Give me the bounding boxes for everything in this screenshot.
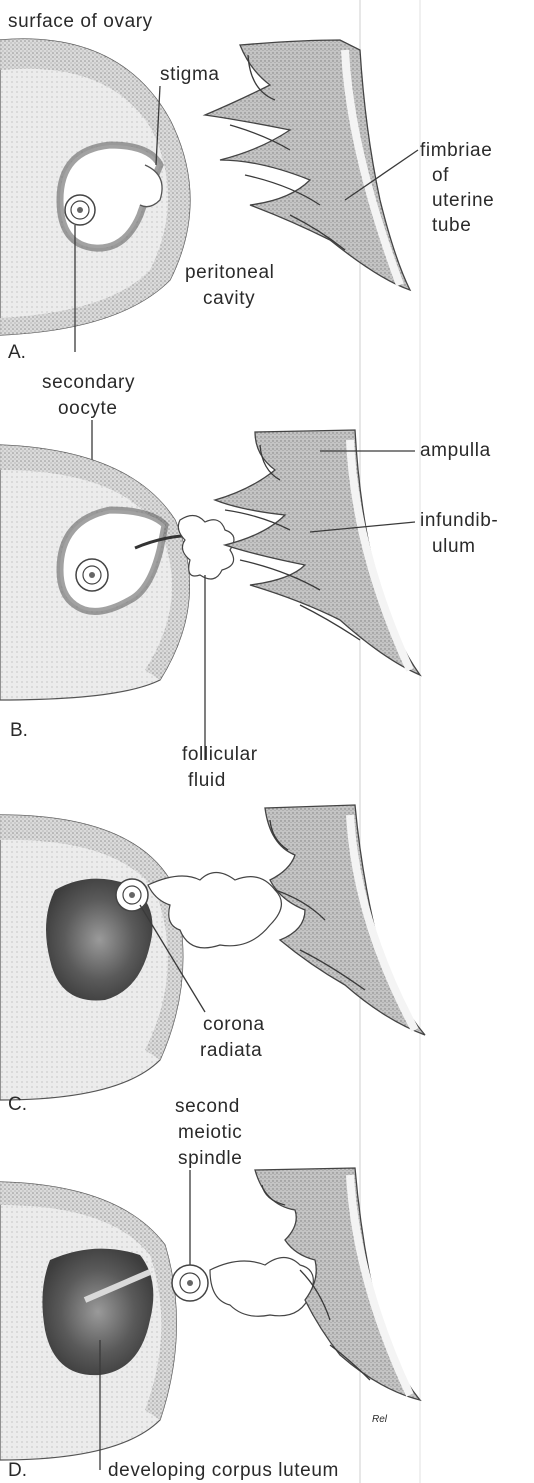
label-fimbriae-3: uterine [432,190,494,211]
uterine-tube-a [205,40,410,290]
panel-c: corona radiata C. [0,805,425,1115]
label-second: second [175,1096,240,1117]
panel-b: secondary oocyte ampulla infundib- ulum … [0,372,498,791]
panel-letter-a: A. [8,342,26,363]
panel-letter-c: C. [8,1094,27,1115]
label-meiotic: meiotic [178,1122,242,1143]
signature: Rel [372,1414,388,1425]
label-fluid: fluid [188,770,226,791]
label-fimbriae-1: fimbriae [420,140,492,161]
label-developing-corpus-luteum: developing corpus luteum [108,1460,339,1481]
label-secondary: secondary [42,372,135,393]
label-cavity: cavity [203,288,255,309]
label-surface-of-ovary: surface of ovary [8,11,153,32]
label-spindle: spindle [178,1148,242,1169]
label-fimbriae-4: tube [432,215,471,236]
label-follicular: follicular [182,744,258,765]
panel-letter-b: B. [10,720,28,741]
uterine-tube-b [215,430,420,675]
label-corona: corona [203,1014,265,1035]
uterine-tube-c [265,805,425,1035]
label-stigma: stigma [160,64,220,85]
label-peritoneal: peritoneal [185,262,274,283]
label-ampulla: ampulla [420,440,491,461]
panel-letter-d: D. [8,1460,27,1481]
label-infundib: infundib- [420,510,498,531]
label-ulum: ulum [432,536,476,557]
label-fimbriae-2: of [432,165,449,186]
label-radiata: radiata [200,1040,262,1061]
label-oocyte: oocyte [58,398,118,419]
panel-d: second meiotic spindle Rel D. developing… [0,1096,420,1481]
